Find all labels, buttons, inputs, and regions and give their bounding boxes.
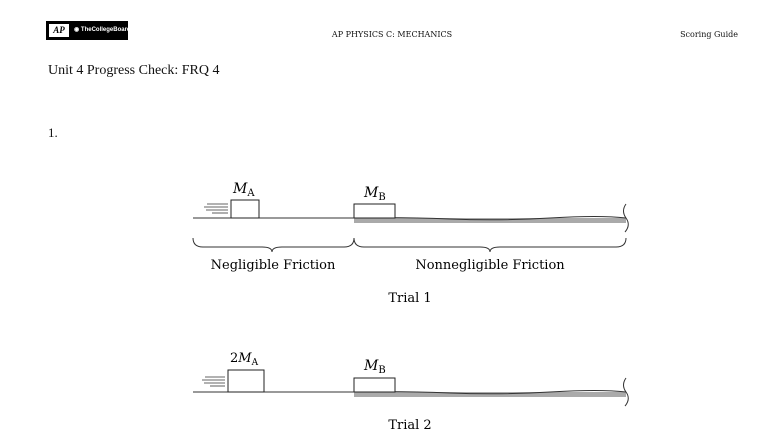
block-a-label: MA [232,181,255,199]
brace-nonnegligible [353,237,627,253]
break-mark [623,203,629,233]
negligible-friction-label: Negligible Friction [211,258,336,273]
friction-surface [354,392,626,397]
ap-college-board-logo: AP ◉ TheCollegeBoard [46,21,131,40]
header-right-label: Scoring Guide [680,30,738,39]
motion-lines-icon [204,203,228,214]
block-2a [227,369,265,393]
block-b-label: MB [363,358,386,376]
trial-1-diagram: MA MB Negligible Friction Nonnegligible … [192,181,629,306]
block-b [353,203,396,219]
block-b-label: MB [363,185,386,203]
break-mark [623,377,629,407]
block-b [353,377,396,393]
page-title: Unit 4 Progress Check: FRQ 4 [48,63,220,78]
ap-logo-mark: AP [49,24,69,37]
header-title: AP PHYSICS C: MECHANICS [331,30,453,39]
college-board-logo-text: ◉ TheCollegeBoard [74,27,131,33]
trial-2-diagram: 2MA MB Trial 2 [193,351,629,433]
brace-negligible [192,237,355,253]
trial-2-caption: Trial 2 [388,418,431,433]
motion-lines-icon [202,376,225,387]
nonnegligible-friction-label: Nonnegligible Friction [415,258,565,273]
friction-surface [354,218,626,223]
trial-1-caption: Trial 1 [388,291,431,306]
block-2a-label: 2MA [230,351,259,368]
block-a [230,199,260,219]
question-number: 1. [48,125,58,140]
